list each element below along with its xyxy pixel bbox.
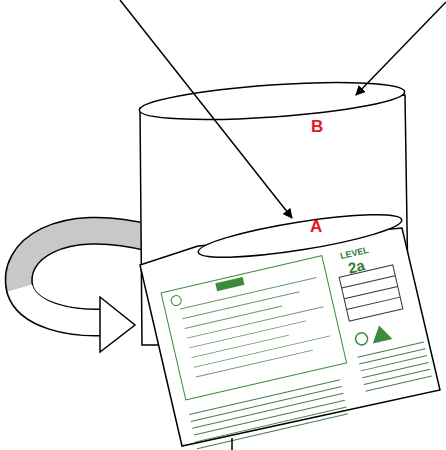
flip-arrow-band-light: [20, 288, 110, 323]
fine-print: [189, 380, 340, 415]
fine-print: [196, 350, 313, 377]
print-esd-triangle: [369, 323, 392, 343]
fine-print: [194, 336, 330, 367]
leader-a: [120, 0, 292, 218]
fine-print: [358, 342, 424, 357]
print-icon: [170, 295, 182, 307]
bag-a-opening: [196, 206, 404, 266]
print-badge: [215, 277, 244, 291]
fine-print: [364, 369, 430, 384]
part-label: A: [310, 218, 322, 235]
fine-print: [195, 407, 346, 442]
fine-print: [192, 393, 343, 428]
fine-print: [365, 376, 431, 391]
fine-print: [191, 335, 288, 357]
fine-print: [197, 414, 348, 449]
fine-print: [362, 362, 428, 377]
level-value: 2a: [347, 257, 367, 275]
fine-print: [194, 400, 345, 435]
fine-print: [185, 306, 282, 328]
fine-print: [191, 387, 342, 422]
print-esd-icon: [354, 332, 368, 346]
fine-print: [361, 356, 427, 371]
bag-a: [140, 228, 440, 446]
leader-bottom: [231, 438, 233, 450]
part-label: B: [311, 118, 323, 135]
flip-arrow-band: [19, 231, 150, 323]
flip-arrowhead: [100, 297, 135, 352]
print-frame: [161, 256, 347, 400]
leader-b: [356, 2, 446, 95]
fine-print: [180, 277, 316, 308]
fine-print: [189, 321, 306, 348]
fine-print: [187, 307, 323, 338]
fine-print: [359, 349, 425, 364]
flip-arrow-outline: [19, 231, 150, 323]
fine-print: [182, 292, 299, 319]
bag-a-print: [161, 238, 436, 449]
bag-b-opening: [138, 76, 406, 126]
